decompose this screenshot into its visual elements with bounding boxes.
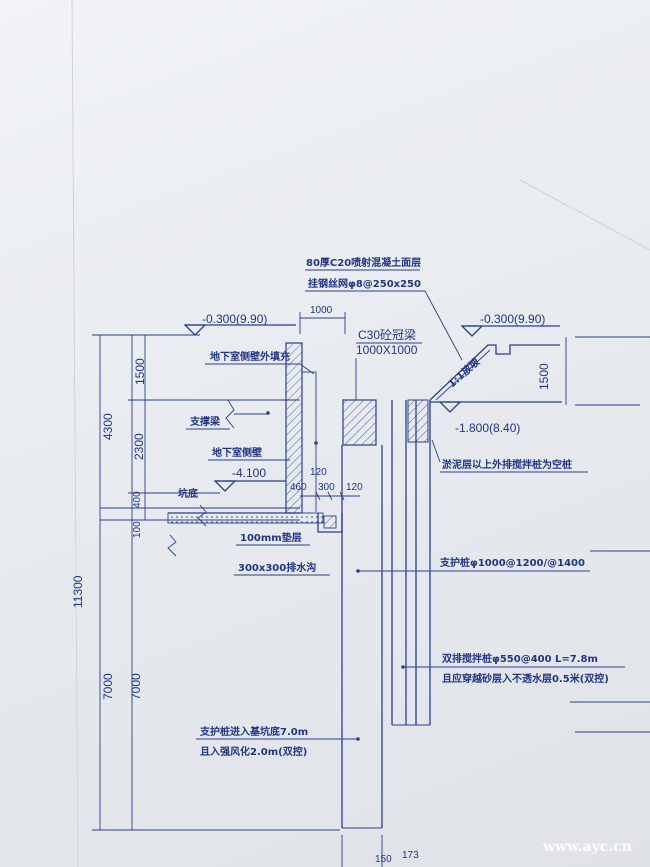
basement-wall-label: 地下室侧壁: [212, 446, 262, 459]
slope-face: [435, 349, 491, 401]
mix-pile-note-2: 且应穿越砂层入不透水层0.5米(双控): [442, 672, 609, 685]
beam-label: C30砼冠梁: [358, 327, 416, 342]
embed-note-2: 且入强风化2.0m(双控): [200, 745, 307, 758]
elevation-mid-right: -1.800(8.40): [455, 421, 520, 435]
silt-note: 淤泥层以上外排搅拌桩为空桩: [442, 458, 572, 471]
cushion-layer: [167, 512, 324, 524]
leader-line: [424, 290, 463, 361]
dim-460: 460: [290, 482, 307, 493]
slope-ratio: 1:1放坡: [445, 355, 483, 391]
elevation-right-top: -0.300(9.90): [480, 312, 545, 326]
dim-7000-a: 7000: [101, 673, 115, 700]
dim-tick: [327, 491, 333, 501]
fill-label: 地下室侧壁外填充: [210, 350, 290, 363]
support-beam-label: 支撑梁: [189, 415, 221, 428]
watermark: www.ayc.cn: [542, 839, 632, 855]
leader-dot: [266, 411, 270, 415]
elevation-inner: -4.100: [232, 466, 266, 480]
dim-2300: 2300: [132, 433, 146, 460]
drain-label: 300x300排水沟: [238, 561, 316, 574]
pit-bottom-label: 坑底: [178, 487, 198, 500]
embed-note: 支护桩进入基坑底7.0m: [199, 725, 308, 738]
dim-120-top: 120: [310, 467, 327, 478]
elev-triangle: [460, 325, 484, 337]
elevation-left-top: -0.300(9.90): [202, 312, 267, 326]
dim-120-right: 120: [346, 482, 363, 493]
slope-ground: [429, 344, 560, 401]
dim-tick: [315, 491, 321, 501]
dim-4300: 4300: [101, 413, 115, 440]
break-line: [225, 399, 235, 429]
leader-line: [431, 439, 441, 463]
paper-crease: [519, 179, 650, 251]
dim-1000: 1000: [310, 305, 333, 316]
elev-triangle: [438, 401, 462, 413]
break-line: [167, 534, 177, 557]
leader-dot: [314, 441, 318, 445]
leader-dot: [356, 737, 360, 741]
note-shotcrete: 80厚C20喷射混凝土面层: [306, 256, 421, 269]
crown-beam: [342, 399, 377, 446]
elev-triangle: [183, 324, 207, 336]
dim-150: 150: [375, 854, 392, 865]
paper-crease: [71, 0, 79, 867]
mix-pile-note: 双排搅拌桩φ550@400 L=7.8m: [442, 652, 598, 665]
dim-1500-right: 1500: [537, 363, 551, 390]
dim-300: 300: [318, 482, 335, 493]
cushion-label: 100mm垫层: [240, 531, 302, 544]
dim-11300: 11300: [71, 575, 85, 608]
dim-400: 400: [132, 491, 143, 508]
drain-detail: [323, 515, 337, 529]
beam-size: 1000X1000: [356, 343, 418, 357]
pile-note: 支护桩φ1000@1200/@1400: [439, 556, 585, 569]
mix-pile-hatch: [407, 399, 429, 443]
dim-173: 173: [402, 850, 419, 861]
dim-100: 100: [132, 521, 143, 538]
note-mesh: 挂钢丝网φ8@250x250: [308, 277, 421, 290]
elev-triangle: [213, 480, 237, 492]
dim-1500-left: 1500: [133, 358, 147, 385]
dim-7000-b: 7000: [129, 673, 143, 700]
